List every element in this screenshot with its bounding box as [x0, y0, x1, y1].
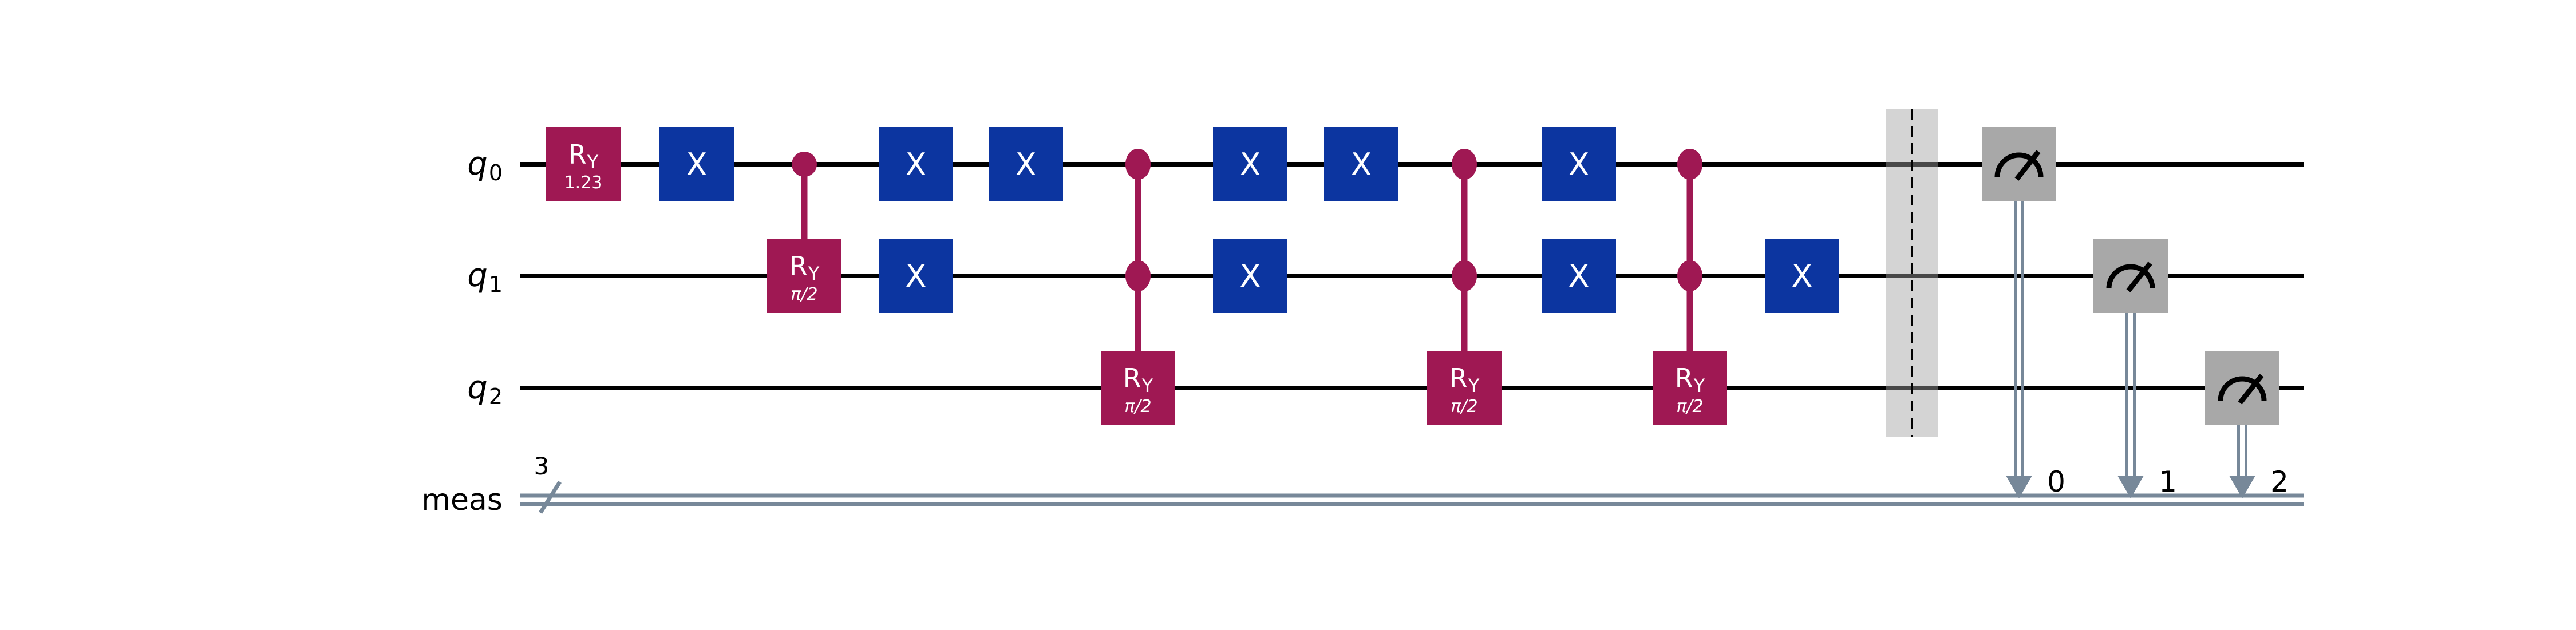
gate-x-q0-1: X — [659, 127, 734, 201]
control-dot — [792, 152, 817, 177]
qubit-label-q2: q2 — [321, 366, 503, 410]
gate-label-base: R — [1123, 363, 1141, 394]
gate-ry-1.23-q0: RY 1.23 — [546, 127, 621, 201]
qubit-label-base: q — [467, 257, 488, 294]
gate-label: X — [1239, 146, 1261, 183]
qubit-label-base: q — [467, 145, 488, 183]
clbit-index-1: 1 — [2159, 465, 2177, 498]
clbit-index-2: 2 — [2270, 465, 2289, 498]
measure-arrow-q0 — [2006, 200, 2032, 498]
gate-measure-q0 — [1982, 127, 2056, 201]
gate-x-q1-1: X — [879, 239, 953, 313]
measure-arrow-q2 — [2229, 424, 2255, 498]
qubit-label-sub: 1 — [488, 272, 503, 297]
gate-param: 1.23 — [564, 173, 603, 193]
gauge-arc — [2218, 376, 2267, 401]
classical-register-label: meas — [321, 478, 503, 522]
gate-ccry-target-q2-2: RY π/2 — [1427, 351, 1502, 425]
gate-label: RY — [1123, 361, 1153, 397]
gate-label-base: R — [789, 251, 808, 282]
gate-param: π/2 — [1676, 397, 1704, 417]
gate-label: X — [1350, 146, 1372, 183]
gate-ccry-target-q2-3: RY π/2 — [1653, 351, 1727, 425]
control-dot — [1677, 260, 1702, 291]
gauge-arc — [1994, 152, 2044, 177]
gate-x-q0-5: X — [1324, 127, 1398, 201]
gate-x-q1-4: X — [1765, 239, 1839, 313]
gauge-needle — [2014, 150, 2041, 181]
classical-bus-size: 3 — [534, 452, 550, 480]
gate-label-sub: Y — [1693, 375, 1705, 397]
classical-register-name: meas — [421, 483, 503, 517]
measure-gauge-icon — [1994, 150, 2044, 181]
gate-measure-q1 — [2093, 239, 2168, 313]
qubit-label-q1: q1 — [321, 254, 503, 298]
gate-label-sub: Y — [808, 263, 820, 284]
gate-x-q0-6: X — [1542, 127, 1616, 201]
control-dot — [1452, 149, 1477, 180]
gate-x-q1-2: X — [1213, 239, 1287, 313]
gate-label-base: R — [1674, 363, 1693, 394]
gate-measure-q2 — [2205, 351, 2279, 425]
control-dot — [1677, 149, 1702, 180]
gate-label: X — [1239, 257, 1261, 294]
gate-label: X — [905, 257, 927, 294]
measure-gauge-icon — [2218, 374, 2267, 405]
gate-label: RY — [568, 137, 599, 173]
gauge-needle — [2126, 261, 2152, 292]
gate-param: π/2 — [791, 284, 818, 304]
qubit-label-sub: 2 — [488, 384, 503, 409]
gate-label: RY — [1674, 361, 1705, 397]
measure-arrow-q1 — [2117, 312, 2144, 498]
gate-x-q0-3: X — [989, 127, 1063, 201]
control-dot — [1452, 260, 1477, 291]
gate-x-q0-2: X — [879, 127, 953, 201]
gate-label-base: R — [568, 139, 587, 170]
gate-x-q0-4: X — [1213, 127, 1287, 201]
gate-label-sub: Y — [587, 151, 599, 173]
gate-param: π/2 — [1124, 397, 1152, 417]
gauge-needle — [2238, 374, 2264, 405]
measure-arrowhead — [2229, 476, 2255, 498]
gate-label: X — [686, 146, 708, 183]
gauge-arc — [2106, 264, 2155, 289]
gate-label-sub: Y — [1468, 375, 1480, 397]
gate-label-sub: Y — [1141, 375, 1153, 397]
gate-label: RY — [789, 249, 820, 284]
gate-label: X — [1568, 257, 1590, 294]
measure-arrowhead — [2006, 476, 2032, 498]
gate-param: π/2 — [1451, 397, 1478, 417]
clbit-index-0: 0 — [2047, 465, 2065, 498]
gate-ccry-target-q2-1: RY π/2 — [1101, 351, 1175, 425]
classical-bus-slash — [539, 481, 562, 514]
gate-label-base: R — [1449, 363, 1468, 394]
gate-label: X — [1791, 257, 1813, 294]
control-dot — [1125, 149, 1151, 180]
qubit-label-base: q — [467, 369, 488, 406]
gate-label: X — [1015, 146, 1037, 183]
control-dot — [1125, 260, 1151, 291]
gate-label: X — [1568, 146, 1590, 183]
gate-label: RY — [1449, 361, 1480, 397]
gate-label: X — [905, 146, 927, 183]
qubit-label-sub: 0 — [488, 160, 503, 185]
qubit-label-q0: q0 — [321, 142, 503, 186]
gate-x-q1-3: X — [1542, 239, 1616, 313]
measure-gauge-icon — [2106, 261, 2155, 292]
gate-cry-target-q1: RY π/2 — [767, 239, 841, 313]
measure-arrowhead — [2117, 476, 2144, 498]
